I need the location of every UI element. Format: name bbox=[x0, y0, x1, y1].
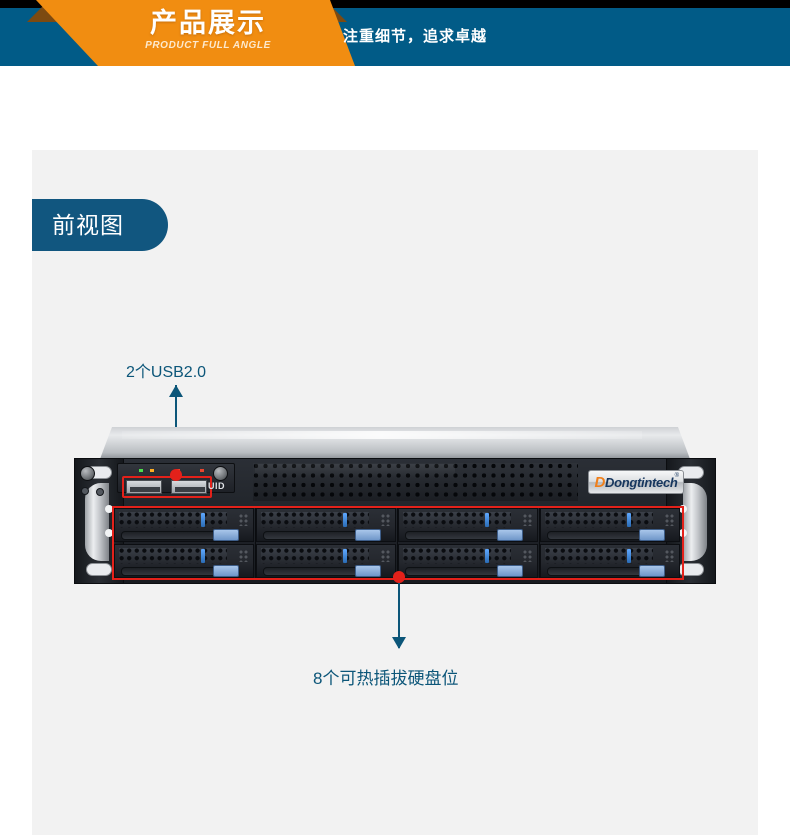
rack-ear-slot-icon bbox=[86, 563, 112, 576]
drive-bay-latch bbox=[355, 565, 381, 577]
up-arrow-icon bbox=[169, 385, 183, 397]
drive-bay bbox=[256, 544, 396, 578]
uid-button-icon bbox=[213, 466, 228, 481]
callout-usb-label: 2个USB2.0 bbox=[126, 364, 207, 381]
ribbon-subtitle: PRODUCT FULL ANGLE bbox=[145, 40, 271, 51]
drive-bay-vent-dots bbox=[523, 514, 533, 526]
drive-bay bbox=[398, 508, 538, 542]
ribbon-shape bbox=[36, 0, 355, 66]
brand-name: Dongtintech bbox=[605, 474, 678, 490]
drive-bay bbox=[114, 508, 254, 542]
rack-handle-right bbox=[683, 483, 707, 561]
drive-bay bbox=[540, 544, 680, 578]
network-led-icon bbox=[200, 469, 204, 472]
drive-status-led-icon bbox=[343, 549, 347, 563]
down-arrow-icon bbox=[392, 637, 406, 649]
header-top-black-bar bbox=[0, 0, 790, 8]
drive-bay bbox=[398, 544, 538, 578]
drive-bay-vent-dots bbox=[665, 550, 675, 562]
drive-bay-grille bbox=[119, 548, 227, 564]
drive-bay-latch bbox=[497, 565, 523, 577]
activity-led-icon bbox=[150, 469, 154, 472]
drive-status-led-icon bbox=[485, 513, 489, 527]
usb-port bbox=[171, 480, 207, 494]
drive-status-led-icon bbox=[627, 549, 631, 563]
status-led-icon bbox=[96, 488, 104, 496]
bay-column-seam bbox=[539, 508, 540, 578]
callout-bays-line bbox=[398, 576, 400, 648]
callout-usb-marker-dot bbox=[170, 469, 182, 481]
brand-plate: DDongtintech ® bbox=[588, 470, 684, 494]
drive-status-led-icon bbox=[485, 549, 489, 563]
drive-bay-grille bbox=[403, 512, 511, 528]
drive-status-led-icon bbox=[201, 513, 205, 527]
bay-column-seam bbox=[397, 508, 398, 578]
drive-status-led-icon bbox=[201, 549, 205, 563]
usb-port-slot-icon bbox=[175, 487, 205, 492]
usb-port-slot-icon bbox=[130, 487, 160, 492]
rack-handle-left bbox=[85, 483, 109, 561]
ventilation-highlight bbox=[255, 464, 455, 478]
brand-initial: D bbox=[594, 473, 605, 491]
drive-bay-grille bbox=[261, 512, 369, 528]
drive-bay-grille bbox=[545, 512, 653, 528]
usb-highlight-box bbox=[122, 476, 212, 498]
drive-status-led-icon bbox=[627, 513, 631, 527]
drive-bay-latch bbox=[639, 529, 665, 541]
drive-bay-grille bbox=[119, 512, 227, 528]
bay-column-seam bbox=[255, 508, 256, 578]
drive-bay-latch bbox=[497, 529, 523, 541]
ribbon-title: 产品展示 bbox=[150, 8, 266, 38]
ventilation-grille bbox=[253, 463, 578, 501]
drive-bay-vent-dots bbox=[523, 550, 533, 562]
drive-bay-latch bbox=[213, 529, 239, 541]
trademark-icon: ® bbox=[674, 473, 679, 479]
drive-bay-grille bbox=[545, 548, 653, 564]
drive-status-led-icon bbox=[343, 513, 347, 527]
drive-bay-latch bbox=[639, 565, 665, 577]
drive-bay-latch bbox=[355, 529, 381, 541]
usb-port bbox=[126, 480, 162, 494]
drive-bay-grille bbox=[403, 548, 511, 564]
drive-bay-highlight-box bbox=[112, 506, 684, 580]
drive-bay-vent-dots bbox=[381, 514, 391, 526]
drive-bay-vent-dots bbox=[239, 550, 249, 562]
drive-bay bbox=[114, 544, 254, 578]
rack-handle-bump-icon bbox=[105, 529, 113, 537]
chassis-lid-highlight bbox=[122, 431, 642, 439]
power-button-icon bbox=[80, 466, 95, 481]
drive-bay-vent-dots bbox=[665, 514, 675, 526]
view-label-pill: 前视图 bbox=[32, 199, 168, 251]
reset-button-icon bbox=[81, 487, 89, 495]
drive-bay-latch bbox=[213, 565, 239, 577]
drive-bay-array bbox=[114, 508, 682, 578]
header-slogan: 注重细节，追求卓越 bbox=[343, 28, 488, 45]
drive-bay-grille bbox=[261, 548, 369, 564]
callout-bays-marker-dot bbox=[393, 571, 405, 583]
rack-handle-bump-icon bbox=[105, 505, 113, 513]
brand-logo-text: DDongtintech bbox=[594, 474, 677, 491]
page-header: 产品展示 PRODUCT FULL ANGLE 注重细节，追求卓越 bbox=[0, 0, 790, 66]
drive-bay bbox=[256, 508, 396, 542]
drive-bay-vent-dots bbox=[239, 514, 249, 526]
power-led-icon bbox=[139, 469, 143, 472]
uid-label: UID bbox=[208, 481, 225, 491]
drive-bay-vent-dots bbox=[381, 550, 391, 562]
callout-bays-label: 8个可热插拔硬盘位 bbox=[313, 669, 459, 688]
drive-bay bbox=[540, 508, 680, 542]
